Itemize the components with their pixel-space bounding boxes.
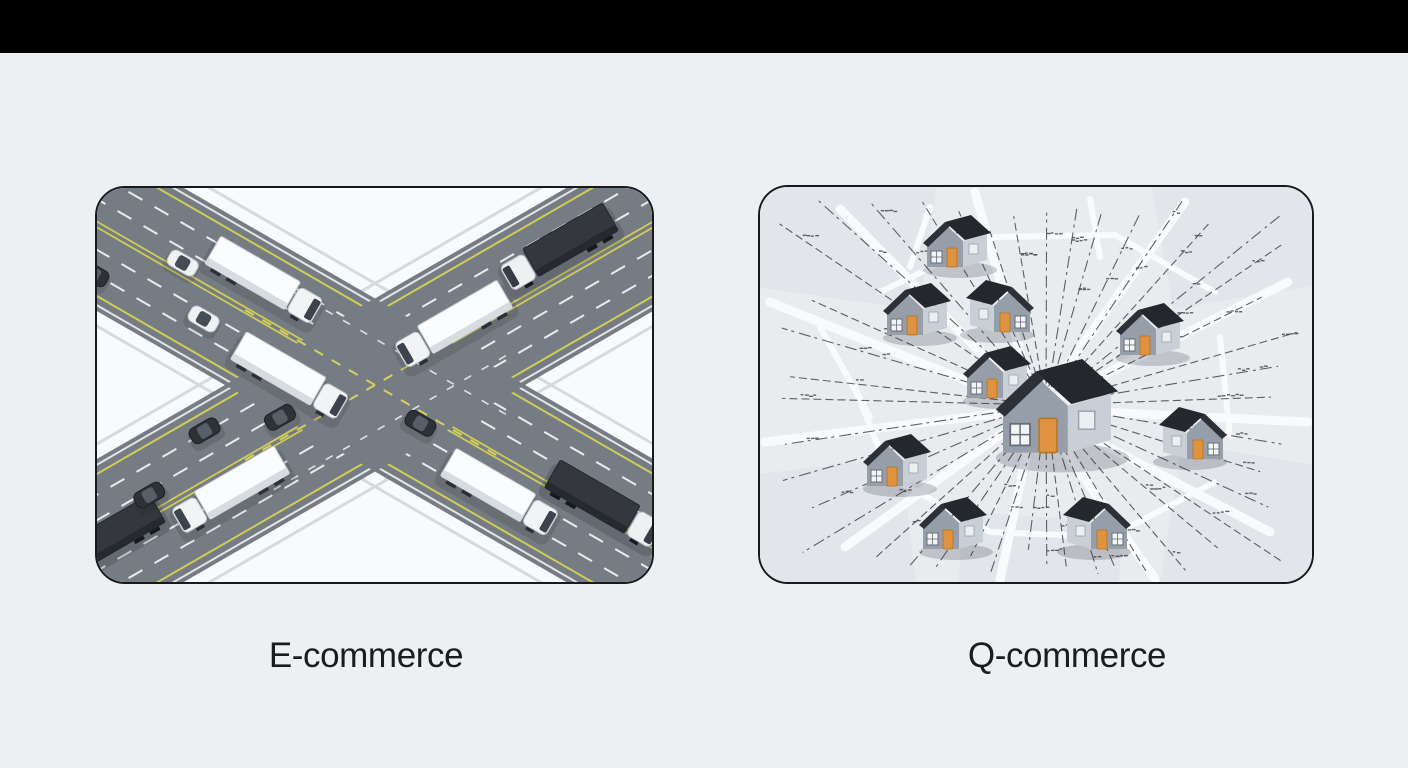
q-commerce-label: Q-commerce bbox=[967, 636, 1167, 675]
q-commerce-panel bbox=[758, 185, 1314, 584]
e-commerce-panel bbox=[95, 186, 654, 584]
top-letterbox-bar bbox=[0, 0, 1408, 53]
highway-intersection-illustration bbox=[97, 188, 652, 582]
delivery-map-illustration bbox=[760, 187, 1312, 582]
e-commerce-label: E-commerce bbox=[268, 636, 464, 675]
